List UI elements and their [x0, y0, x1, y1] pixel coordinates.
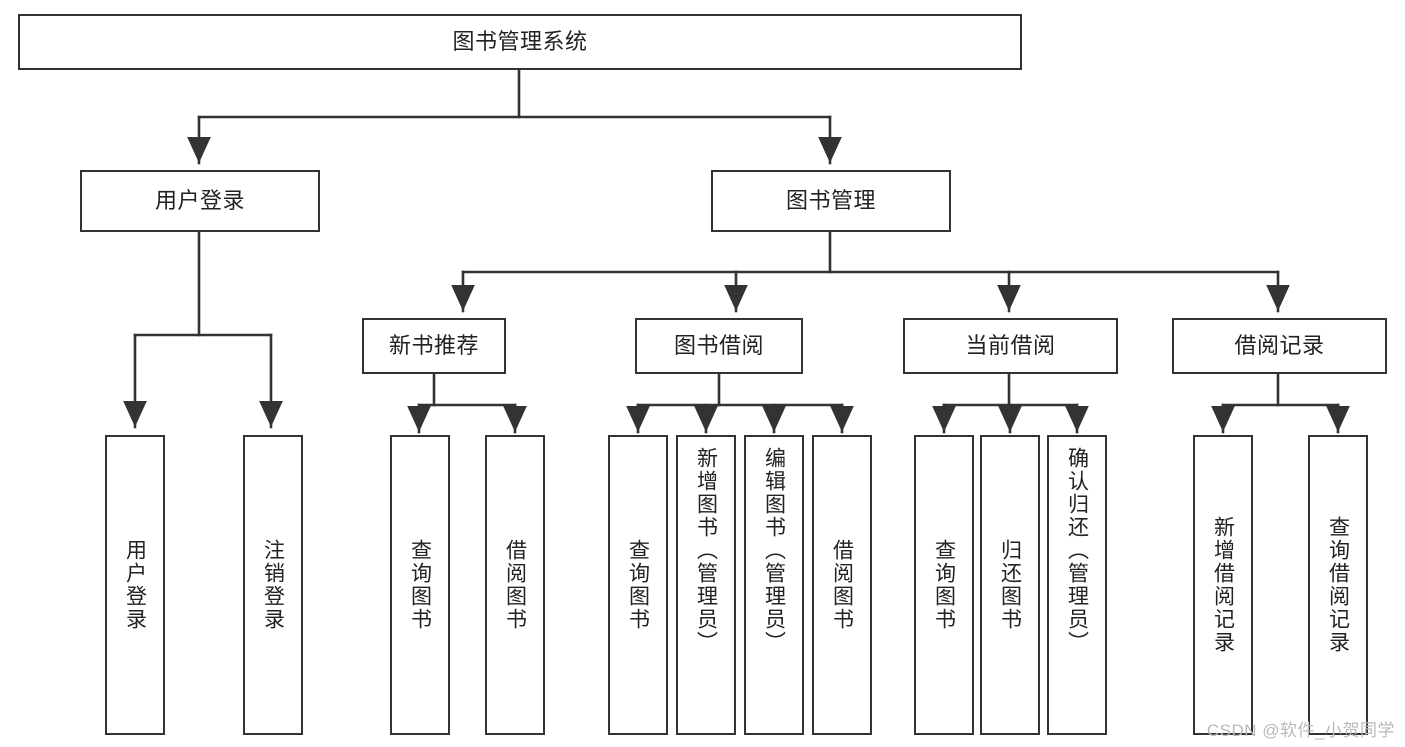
node-label: 用户登录: [154, 188, 245, 214]
node-label: 新增图书（管理员）: [694, 447, 718, 654]
node-leaf-confirm-return[interactable]: 确认归还（管理员）: [1047, 435, 1107, 735]
node-label: 查询图书: [626, 539, 650, 631]
edge-group-userlogin-to-leaves: [123, 230, 283, 429]
node-label: 借阅图书: [830, 539, 854, 631]
node-leaf-query-book-3[interactable]: 查询图书: [914, 435, 974, 735]
node-label: 归还图书: [998, 539, 1022, 631]
edge-group-bookmgmt-to-level3: [451, 230, 1290, 313]
edge-group-newbook-to-leaves: [407, 372, 527, 434]
node-leaf-query-record[interactable]: 查询借阅记录: [1308, 435, 1368, 735]
edge-group-bookborrow-to-leaves: [626, 372, 854, 434]
node-label: 查询图书: [932, 539, 956, 631]
node-label: 查询图书: [408, 539, 432, 631]
node-leaf-return-book[interactable]: 归还图书: [980, 435, 1040, 735]
node-label: 图书借阅: [673, 333, 764, 359]
node-leaf-query-book-2[interactable]: 查询图书: [608, 435, 668, 735]
node-current-borrow[interactable]: 当前借阅: [903, 318, 1118, 374]
node-label: 用户登录: [123, 539, 147, 631]
node-book-borrow[interactable]: 图书借阅: [635, 318, 803, 374]
node-leaf-add-book[interactable]: 新增图书（管理员）: [676, 435, 736, 735]
node-user-login[interactable]: 用户登录: [80, 170, 320, 232]
node-leaf-borrow-book-1[interactable]: 借阅图书: [485, 435, 545, 735]
node-leaf-borrow-book-2[interactable]: 借阅图书: [812, 435, 872, 735]
node-leaf-user-login[interactable]: 用户登录: [105, 435, 165, 735]
node-label: 注销登录: [261, 539, 285, 631]
csdn-watermark: CSDN @软件_小贺同学: [1206, 721, 1395, 740]
edge-group-borrowrecord-to-leaves: [1211, 372, 1350, 434]
node-leaf-edit-book[interactable]: 编辑图书（管理员）: [744, 435, 804, 735]
node-label: 新书推荐: [388, 333, 479, 359]
node-root-system[interactable]: 图书管理系统: [18, 14, 1022, 70]
node-label: 图书管理: [785, 188, 876, 214]
node-borrow-record[interactable]: 借阅记录: [1172, 318, 1387, 374]
node-leaf-query-book-1[interactable]: 查询图书: [390, 435, 450, 735]
node-label: 图书管理系统: [452, 29, 588, 55]
edge-group-currentborrow-to-leaves: [932, 372, 1089, 434]
node-book-management[interactable]: 图书管理: [711, 170, 951, 232]
node-new-book-recommend[interactable]: 新书推荐: [362, 318, 506, 374]
node-leaf-user-logout[interactable]: 注销登录: [243, 435, 303, 735]
node-label: 编辑图书（管理员）: [762, 447, 786, 654]
node-label: 当前借阅: [965, 333, 1056, 359]
node-label: 确认归还（管理员）: [1065, 447, 1089, 654]
node-label: 借阅图书: [503, 539, 527, 631]
node-leaf-add-record[interactable]: 新增借阅记录: [1193, 435, 1253, 735]
node-label: 借阅记录: [1234, 333, 1325, 359]
node-label: 新增借阅记录: [1211, 516, 1235, 654]
edge-group-root-to-level2: [187, 68, 842, 165]
node-label: 查询借阅记录: [1326, 516, 1350, 654]
